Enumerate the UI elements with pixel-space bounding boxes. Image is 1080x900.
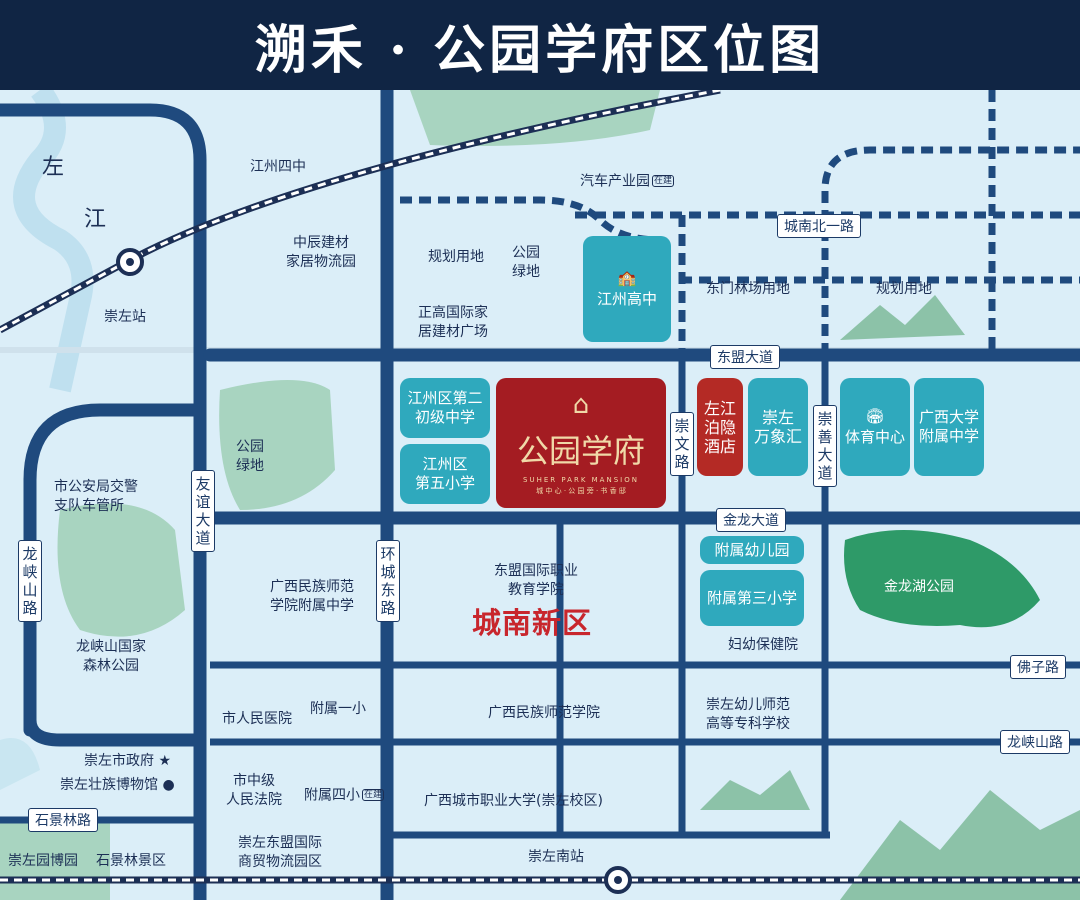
road-youyi: 友谊大道 — [191, 470, 215, 552]
label-police: 市公安局交警 支队车管所 — [54, 479, 138, 514]
road-fozi: 佛子路 — [1010, 655, 1066, 679]
label-attached-primary1: 附属一小 — [310, 701, 366, 717]
label-zhenggao: 正高国际家 居建材广场 — [418, 305, 488, 340]
road-chengnan-north1: 城南北一路 — [777, 214, 861, 238]
road-longxiashan-east: 龙峡山路 — [1000, 730, 1070, 754]
box-jz-fifth-primary: 江州区 第五小学 — [400, 444, 490, 504]
box-sports: 🏟 体育中心 — [840, 378, 910, 476]
project-name: 公园学府 — [516, 432, 645, 470]
road-chongwen: 崇文路 — [670, 412, 694, 476]
label-court: 市中级 人民法院 — [226, 773, 282, 808]
road-shijinglin: 石景林路 — [28, 808, 98, 832]
label-chongzuo-station: 崇左站 — [104, 309, 146, 325]
label-dongmen-forest: 东门林场用地 — [706, 281, 790, 297]
label-park-green2: 公园 绿地 — [236, 439, 264, 474]
road-dongmeng: 东盟大道 — [710, 345, 780, 369]
road-chongshan: 崇善大道 — [813, 405, 837, 487]
jinlong-lake-area — [844, 530, 1040, 628]
road-jinlong: 金龙大道 — [716, 508, 786, 532]
box-attached-third: 附属第三小学 — [700, 570, 804, 626]
label-park-green1: 公园 绿地 — [512, 245, 540, 280]
label-gx-normal: 广西民族师范学院 — [488, 705, 600, 721]
label-river-zuo: 左 — [42, 155, 65, 180]
label-museum: 崇左壮族博物馆 ● — [60, 777, 175, 793]
river — [13, 90, 94, 393]
box-jiangzhou-high: 🏫 江州高中 — [583, 236, 671, 342]
mountains — [700, 295, 1080, 900]
project-sub: SUHER PARK MANSION — [523, 476, 639, 484]
label-chongzuo-south: 崇左南站 — [528, 849, 584, 865]
label-asean-logistics: 崇左东盟国际 商贸物流园区 — [238, 835, 322, 870]
project-box: ⌂ 公园学府 SUHER PARK MANSION 城 中 心 · 公 园 旁 … — [496, 378, 666, 508]
box-hotel: 左江 泊隐 酒店 — [697, 378, 743, 476]
project-tiny: 城 中 心 · 公 园 旁 · 书 香 邸 — [536, 487, 626, 495]
planned-roads — [400, 90, 1080, 355]
school-icon: 🏫 — [617, 269, 637, 287]
road-map — [0, 90, 1080, 900]
box-jz-second-middle: 江州区第二 初级中学 — [400, 378, 490, 438]
label-jiangzhou4: 江州四中 — [250, 159, 306, 175]
label-expo-park: 崇左园博园 — [8, 853, 78, 869]
label-longxia-park: 龙峡山国家 森林公园 — [76, 639, 146, 674]
label-attached-primary4: 附属四小在建 — [304, 787, 385, 804]
label-shijinglin-scenic: 石景林景区 — [96, 853, 166, 869]
label-plan-land1: 规划用地 — [428, 249, 484, 265]
road-longxia: 龙峡山路 — [18, 540, 42, 622]
box-gxu-high: 广西大学 附属中学 — [914, 378, 984, 476]
main-roads — [0, 90, 1080, 900]
road-huancheng-east: 环城东路 — [376, 540, 400, 622]
project-logo-icon: ⌂ — [572, 390, 590, 420]
railway — [0, 90, 1080, 894]
stadium-icon: 🏟 — [865, 407, 885, 425]
label-kindergarten-college: 崇左幼儿师范 高等专科学校 — [706, 697, 790, 732]
label-vocational-univ: 广西城市职业大学(崇左校区) — [424, 793, 603, 809]
title-bar: 溯禾 · 公园学府区位图 — [0, 0, 1080, 90]
label-plan-land2: 规划用地 — [876, 281, 932, 297]
label-jinlong-lake: 金龙湖公园 — [884, 579, 954, 595]
label-city-hospital: 市人民医院 — [222, 711, 292, 727]
label-gx-normal-high: 广西民族师范 学院附属中学 — [270, 579, 354, 614]
label-gov: 崇左市政府 ★ — [84, 753, 172, 769]
label-zhongchen: 中辰建材 家居物流园 — [286, 235, 356, 270]
box-attached-kinder: 附属幼儿园 — [700, 536, 804, 564]
label-auto-park: 汽车产业园在建 — [580, 173, 675, 190]
label-dongmeng-vocational: 东盟国际职业 教育学院 — [494, 563, 578, 598]
box-wanxiang: 崇左 万象汇 — [748, 378, 808, 476]
label-chengnan-district: 城南新区 — [472, 606, 593, 640]
label-river-jiang: 江 — [84, 207, 107, 232]
page-title: 溯禾 · 公园学府区位图 — [254, 19, 826, 81]
label-maternal: 妇幼保健院 — [728, 637, 798, 653]
